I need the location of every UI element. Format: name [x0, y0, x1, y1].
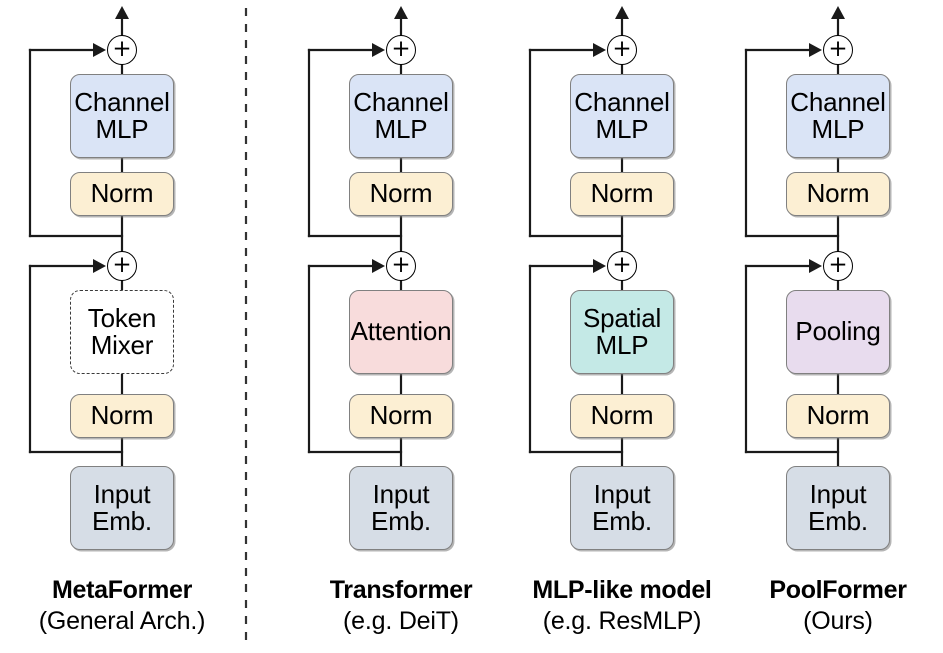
block-label-line: Channel — [574, 86, 670, 117]
residual-add-bottom-icon: + — [386, 251, 416, 281]
block-label: Norm — [807, 180, 870, 207]
block-label: Norm — [591, 180, 654, 207]
caption-subtitle: (General Arch.) — [38, 606, 206, 635]
block-norm-top: Norm — [70, 172, 174, 216]
caption-metaformer: MetaFormer(General Arch.) — [0, 575, 272, 636]
block-norm-bottom: Norm — [786, 394, 890, 438]
caption-subtitle: (e.g. ResMLP) — [542, 606, 702, 635]
block-label-line: Norm — [90, 400, 154, 431]
block-label-line: MLP — [374, 114, 428, 144]
block-label: Norm — [91, 402, 154, 429]
block-label-line: MLP — [595, 330, 649, 360]
block-label-line: Norm — [806, 400, 870, 431]
caption-subtitle: (Ours) — [803, 606, 873, 635]
residual-add-top-icon: + — [823, 35, 853, 65]
block-norm-bottom: Norm — [349, 394, 453, 438]
block-label-line: Attention — [350, 316, 452, 347]
block-label-line: Norm — [369, 178, 433, 209]
block-label-line: Input — [809, 478, 867, 509]
block-label-line: Norm — [590, 178, 654, 209]
block-norm-top: Norm — [349, 172, 453, 216]
block-label-line: Input — [372, 478, 430, 509]
caption-title: Transformer — [329, 576, 473, 604]
caption-mlp-like: MLP-like model(e.g. ResMLP) — [472, 575, 772, 636]
block-label-line: Norm — [806, 178, 870, 209]
block-label-line: Emb. — [808, 506, 868, 536]
caption-subtitle: (e.g. DeiT) — [343, 606, 459, 635]
residual-add-top-icon: + — [386, 35, 416, 65]
caption-title: MLP-like model — [532, 576, 712, 604]
block-label: Pooling — [795, 316, 881, 347]
residual-add-bottom-icon: + — [823, 251, 853, 281]
block-label: Attention — [351, 318, 452, 345]
block-label-line: Channel — [790, 86, 886, 117]
block-label-line: Mixer — [90, 330, 154, 360]
block-label-line: Token — [87, 302, 157, 333]
block-label-line: Channel — [74, 86, 170, 117]
block-label-line: Spatial — [582, 302, 662, 333]
caption-transformer: Transformer(e.g. DeiT) — [251, 575, 551, 636]
block-label-line: Channel — [353, 86, 449, 117]
block-label: Norm — [591, 402, 654, 429]
block-label-line: MLP — [595, 114, 649, 144]
block-norm-top: Norm — [786, 172, 890, 216]
block-label-line: MLP — [811, 114, 865, 144]
block-label: Norm — [370, 402, 433, 429]
residual-add-top-icon: + — [107, 35, 137, 65]
block-label-line: Input — [93, 478, 151, 509]
block-attention: Attention — [349, 290, 453, 374]
block-label-line: Norm — [369, 400, 433, 431]
block-label: Norm — [91, 180, 154, 207]
residual-add-top-icon: + — [607, 35, 637, 65]
residual-add-bottom-icon: + — [607, 251, 637, 281]
caption-title: PoolFormer — [769, 576, 907, 604]
block-label-line: Norm — [590, 400, 654, 431]
block-label-line: Input — [593, 478, 651, 509]
residual-add-bottom-icon: + — [107, 251, 137, 281]
block-label-line: Emb. — [592, 506, 652, 536]
caption-title: MetaFormer — [51, 576, 193, 604]
block-label-line: Norm — [90, 178, 154, 209]
block-label-line: MLP — [95, 114, 149, 144]
block-norm-top: Norm — [570, 172, 674, 216]
block-pooling: Pooling — [786, 290, 890, 374]
block-label-line: Pooling — [795, 316, 881, 347]
block-norm-bottom: Norm — [570, 394, 674, 438]
block-norm-bottom: Norm — [70, 394, 174, 438]
block-label: Norm — [370, 180, 433, 207]
block-label-line: Emb. — [92, 506, 152, 536]
block-label: Norm — [807, 402, 870, 429]
caption-poolformer: PoolFormer(Ours) — [688, 575, 943, 636]
block-label-line: Emb. — [371, 506, 431, 536]
